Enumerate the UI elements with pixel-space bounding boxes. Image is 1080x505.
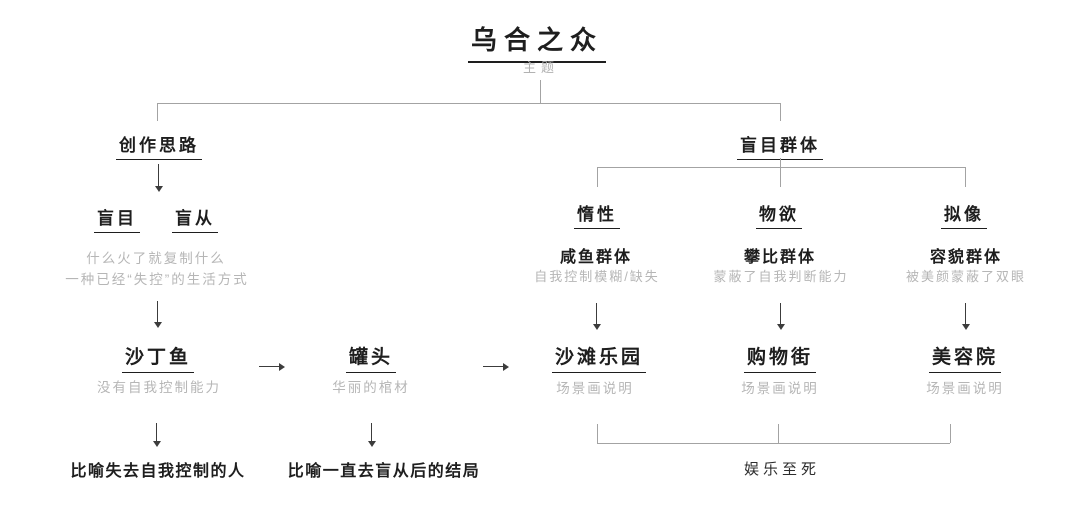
connector-root-span xyxy=(157,103,781,104)
connector-right-elbow xyxy=(780,103,781,121)
node-keywords: 盲目 盲从 xyxy=(94,204,218,233)
down-arrow-connector xyxy=(156,423,157,441)
bracket-drop-right xyxy=(965,167,966,187)
bracket-stem xyxy=(780,158,781,167)
node-creative-approach: 创作思路 xyxy=(116,131,202,160)
scene-beach-park: 沙滩乐园 xyxy=(551,342,647,373)
conclusion-can: 比喻一直去盲从后的结局 xyxy=(287,463,481,480)
node-sardine: 沙丁鱼 xyxy=(121,342,195,373)
note-line-1: 什么火了就复制什么 xyxy=(86,251,226,266)
right-arrow-connector xyxy=(483,366,503,367)
keyword-follow: 盲从 xyxy=(172,204,218,233)
down-arrow-connector xyxy=(965,303,966,324)
conclusion-sardine: 比喻失去自我控制的人 xyxy=(70,463,246,480)
group-appearance: 容貌群体 xyxy=(929,249,1003,266)
node-sardine-desc: 没有自我控制能力 xyxy=(97,380,221,395)
node-can: 罐头 xyxy=(345,342,397,373)
scene-beach-park-desc: 场景画说明 xyxy=(556,381,634,396)
gather-drop-center xyxy=(778,424,779,443)
group-comparison-desc: 蒙蔽了自我判断能力 xyxy=(713,269,849,284)
gather-drop-left xyxy=(597,424,598,443)
root-title: 乌合之众 xyxy=(467,20,607,63)
connector-left-elbow xyxy=(157,103,158,121)
group-salted-fish: 咸鱼群体 xyxy=(559,249,633,266)
node-can-desc: 华丽的棺材 xyxy=(332,380,410,395)
root-subtitle: 主题 xyxy=(522,60,560,75)
scene-shopping-street-desc: 场景画说明 xyxy=(741,381,819,396)
root-title-text: 乌合之众 xyxy=(467,20,607,63)
bracket-drop-center xyxy=(780,167,781,187)
gather-drop-right xyxy=(950,424,951,443)
down-arrow-connector xyxy=(371,423,372,441)
connector-root-stem xyxy=(540,80,541,103)
bracket-span xyxy=(597,167,965,168)
right-arrow-connector xyxy=(259,366,279,367)
down-arrow-connector xyxy=(157,301,158,322)
scene-beauty-salon: 美容院 xyxy=(928,342,1002,373)
trait-materialism: 物欲 xyxy=(756,200,802,229)
group-appearance-desc: 被美颜蒙蔽了双眼 xyxy=(905,269,1027,284)
scene-beauty-salon-desc: 场景画说明 xyxy=(926,381,1004,396)
trait-simulacrum: 拟像 xyxy=(941,200,987,229)
trait-inertia: 惰性 xyxy=(574,200,620,229)
gather-span xyxy=(597,443,950,444)
down-arrow-connector xyxy=(780,303,781,324)
down-arrow-connector xyxy=(158,164,159,186)
final-conclusion: 娱乐至死 xyxy=(743,461,821,478)
node-blind-groups: 盲目群体 xyxy=(737,131,823,160)
keyword-blind: 盲目 xyxy=(94,204,140,233)
note-line-2: 一种已经“失控”的生活方式 xyxy=(65,272,249,287)
bracket-drop-left xyxy=(597,167,598,187)
down-arrow-connector xyxy=(596,303,597,324)
scene-shopping-street: 购物街 xyxy=(743,342,817,373)
group-salted-fish-desc: 自我控制模糊/缺失 xyxy=(534,269,660,284)
group-comparison: 攀比群体 xyxy=(743,249,817,266)
